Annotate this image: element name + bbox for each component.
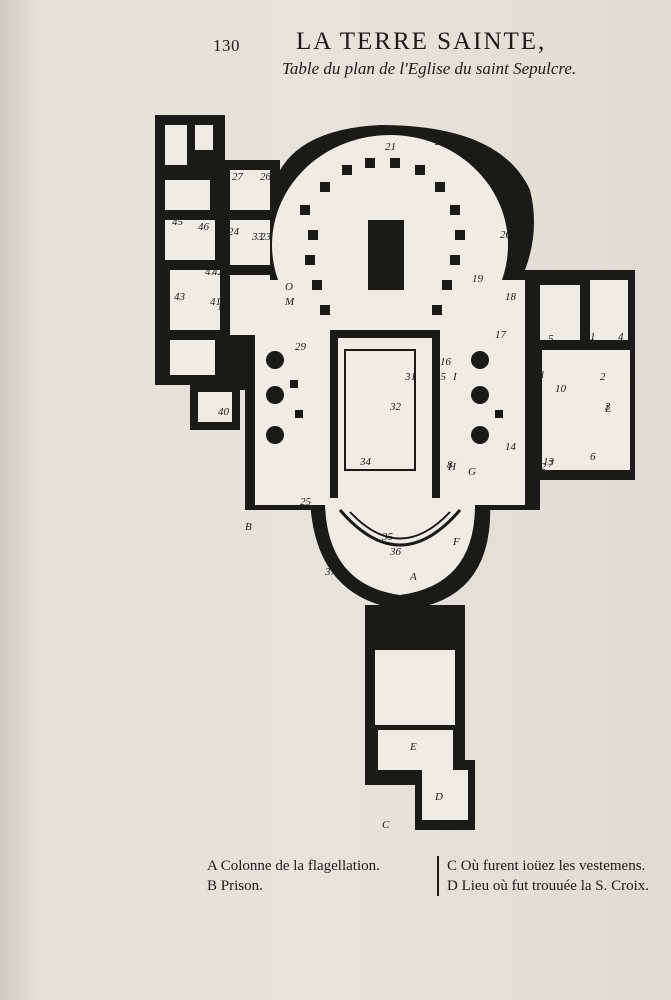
- plan-number-label: 10: [555, 383, 567, 395]
- plan-letter-label: H: [447, 461, 457, 473]
- plan-number-label: 11: [535, 369, 545, 381]
- plan-letter-label: D: [434, 791, 443, 803]
- plan-number-label: 27: [232, 171, 244, 183]
- plan-letter-label: C: [382, 819, 390, 830]
- plan-letter-label: O: [285, 281, 293, 293]
- plan-number-label: 35: [381, 531, 394, 543]
- plan-number-label: 36: [389, 546, 402, 558]
- plan-number-label: 17: [495, 329, 507, 341]
- plan-number-label: 6: [590, 451, 596, 463]
- running-title: LA TERRE SAINTE,: [296, 28, 547, 55]
- legend-entry: C Où furent ioüez les vestemens.: [447, 858, 646, 874]
- plan-number-label: 12: [535, 461, 547, 473]
- plan-letter-label: G: [468, 466, 476, 478]
- plan-letter-label: F: [452, 536, 460, 548]
- plan-number-label: 40: [218, 406, 230, 418]
- plan-letter-label: E: [409, 741, 417, 753]
- plan-number-label: 26: [260, 171, 272, 183]
- legend-right-column: C Où furent ioüez les vestemens. D Lieu …: [437, 856, 649, 896]
- plan-number-label: 30: [424, 591, 437, 603]
- plan-letter-label: M: [284, 296, 295, 308]
- plan-number-label: 43: [174, 291, 186, 303]
- plan-number-label: 47: [205, 266, 217, 278]
- legend-entry: D Lieu où fut trouuée la S. Croix.: [447, 878, 650, 894]
- plan-number-label: 46: [198, 221, 210, 233]
- floor-plan-engraving: 1234567891011121314151617181920212223242…: [155, 115, 635, 830]
- plan-number-label: 32: [389, 401, 402, 413]
- legend-entry: B Prison.: [207, 878, 263, 894]
- plan-number-label: 24: [228, 226, 240, 238]
- plan-number-label: 5: [548, 333, 554, 345]
- plan-number-label: 16: [440, 356, 452, 368]
- plan-number-label: 25: [300, 496, 312, 508]
- plan-number-label: 20: [500, 229, 512, 241]
- plan-letter-label: A: [409, 571, 417, 583]
- plan-number-label: 42: [212, 266, 224, 278]
- legend-entry: A Colonne de la flagellation.: [207, 858, 380, 874]
- plan-number-label: 1: [590, 331, 596, 343]
- plan-number-label: 3: [604, 401, 611, 413]
- plan-letter-label: N: [217, 301, 226, 313]
- plan-letter-label: I: [452, 371, 458, 383]
- plan-number-label: 21: [385, 141, 396, 153]
- page-number: 130: [213, 36, 240, 55]
- plan-number-label: 41: [210, 296, 221, 308]
- plan-number-label: 7: [548, 458, 554, 470]
- plan-number-label: 34: [359, 456, 372, 468]
- plan-number-label: 33: [251, 231, 264, 243]
- legend-left-column: A Colonne de la flagellation. B Prison.: [207, 856, 380, 896]
- plan-number-label: 15: [435, 371, 447, 383]
- plan-number-label: 18: [505, 291, 517, 303]
- plan-letter-label: K: [381, 256, 390, 268]
- plan-number-label: 9: [528, 413, 534, 425]
- plan-letter-label: B: [245, 521, 252, 533]
- plan-number-label: 8: [447, 459, 453, 471]
- plan-number-label: 45: [172, 216, 184, 228]
- plan-number-label: 44: [215, 346, 227, 358]
- plan-number-label: 14: [505, 441, 517, 453]
- plan-number-label: 37: [324, 566, 337, 578]
- plan-number-label: 2: [600, 371, 606, 383]
- plan-letter-label: L: [604, 403, 611, 415]
- plate-title: Table du plan de l'Eglise du saint Sepul…: [282, 59, 577, 78]
- plan-number-label: 22: [435, 136, 447, 148]
- plan-number-label: 23: [260, 231, 272, 243]
- plan-number-label: 19: [472, 273, 484, 285]
- plan-number-label: 29: [295, 341, 307, 353]
- plan-number-label: 13: [543, 456, 555, 468]
- plan-number-label: 31: [404, 371, 416, 383]
- plan-number-label: 4: [618, 331, 624, 343]
